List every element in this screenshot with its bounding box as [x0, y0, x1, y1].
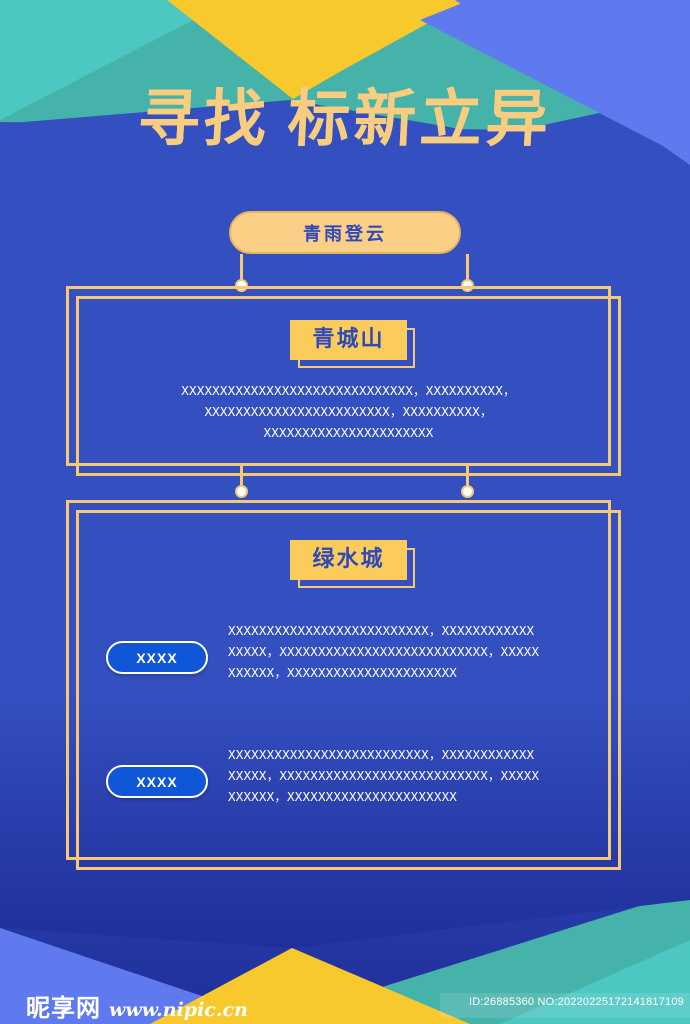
footer-brand-cn: 昵享网	[26, 994, 101, 1022]
card2-frame-inner	[76, 510, 621, 870]
row-badge-1-label: XXXX	[136, 649, 178, 666]
subtitle-pill[interactable]: 青雨登云	[229, 211, 461, 254]
card-paragraph: XXXXXXXXXXXXXXXXXXXXXXXXXXXXXX，XXXXXXXXX…	[181, 383, 516, 440]
row-paragraph-2: XXXXXXXXXXXXXXXXXXXXXXXXXX，XXXXXXXXXXXX …	[228, 747, 540, 804]
connector-line-left-1	[240, 254, 243, 284]
poster-title: 寻找标新立异	[0, 82, 690, 155]
footer-brand-url: www.nipic.cn	[109, 999, 248, 1021]
card2-heading-label: 绿水城	[312, 546, 385, 571]
card2-heading-wrap: 绿水城	[76, 540, 621, 588]
card-heading-label: 青城山	[312, 326, 385, 351]
subtitle-label: 青雨登云	[303, 223, 387, 244]
card2-heading: 绿水城	[290, 540, 415, 588]
connector-dot-right-2	[461, 485, 474, 498]
card-frame-inner	[76, 296, 621, 476]
card-lvshuicheng[interactable]: 绿水城 XXXX XXXXXXXXXXXXXXXXXXXXXXXXXX，XXXX…	[66, 500, 621, 870]
card-frame-outer	[66, 286, 611, 466]
footer-id-text: ID:26885360 NO:20220225172141817109	[469, 996, 684, 1008]
title-part-1: 寻找	[136, 82, 272, 155]
connector-line-right-1	[466, 254, 469, 284]
card-content: 青城山 XXXXXXXXXXXXXXXXXXXXXXXXXXXXXX，XXXXX…	[76, 296, 621, 476]
row-badge-2[interactable]: XXXX	[106, 765, 208, 798]
connector-line-right-2	[466, 466, 469, 490]
connector-dot-left-2	[235, 485, 248, 498]
row-paragraph-1: XXXXXXXXXXXXXXXXXXXXXXXXXX，XXXXXXXXXXXX …	[228, 623, 540, 680]
card-qingchengshan[interactable]: 青城山 XXXXXXXXXXXXXXXXXXXXXXXXXXXXXX，XXXXX…	[66, 286, 621, 476]
footer-brand: 昵享网 www.nipic.cn	[26, 988, 248, 1023]
row-badge-1[interactable]: XXXX	[106, 641, 208, 674]
row-badge-2-label: XXXX	[136, 773, 178, 790]
card-heading-wrap: 青城山	[76, 320, 621, 368]
card-heading: 青城山	[290, 320, 415, 368]
card2-content: 绿水城 XXXX XXXXXXXXXXXXXXXXXXXXXXXXXX，XXXX…	[76, 510, 621, 870]
title-part-2: 标新立异	[286, 82, 554, 155]
connector-line-left-2	[240, 466, 243, 490]
card2-frame-outer	[66, 500, 611, 860]
